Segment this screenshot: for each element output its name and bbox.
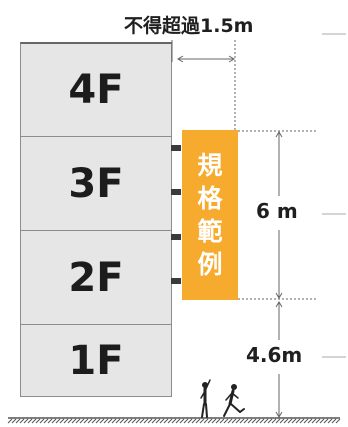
sign-char: 格 [197,184,223,213]
vertical-sign: 規 格 範 例 [182,130,238,300]
overhang-limit-label: 不得超過1.5m [124,15,254,37]
sign-bracket [171,189,181,195]
sign-char: 例 [197,250,223,279]
sign-bracket [171,278,181,284]
ground-line [7,417,341,424]
clearance-dimension [275,301,346,418]
sign-height-dimension [238,130,346,300]
floor-1f: 1F [20,324,172,397]
floor-4f-label: 4F [68,67,124,113]
floor-3f-label: 3F [68,160,124,207]
sign-bracket [171,234,181,240]
floor-2f-label: 2F [68,254,124,301]
floor-1f-label: 1F [68,337,124,384]
floor-4f: 4F [20,42,172,137]
clearance-label: 4.6m [246,343,303,367]
sign-char: 規 [197,151,223,180]
sign-height-label: 6 m [256,199,298,223]
pedestrian-icon [200,379,211,418]
floor-2f: 2F [20,230,172,325]
sign-bracket [171,145,181,151]
walking-person-icon [223,384,245,417]
overhang-dimension [171,33,346,130]
sign-char: 範 [197,217,223,246]
